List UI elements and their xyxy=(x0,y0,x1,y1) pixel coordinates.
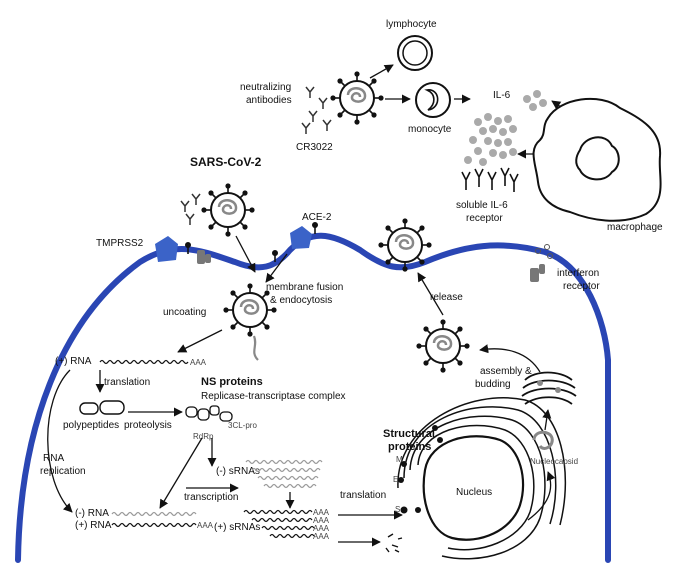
positive-rna-icon xyxy=(111,522,197,528)
released-virus-icon xyxy=(377,217,433,273)
poly-a-label: AAA xyxy=(190,358,207,367)
budding-label: budding xyxy=(475,379,511,390)
s-protein-label: S xyxy=(395,505,400,514)
poly-a-label: AAA xyxy=(197,521,214,530)
translation-label: translation xyxy=(104,377,150,388)
assembled-virus-icon xyxy=(415,318,471,374)
interferon-icon xyxy=(535,244,553,259)
lymphocyte-label: lymphocyte xyxy=(386,19,437,30)
tmprss2-label: TMPRSS2 xyxy=(96,238,144,249)
soluble-il6-label: soluble IL-6 xyxy=(456,200,508,211)
antibody-icons xyxy=(301,86,332,135)
replicase-complex-icon xyxy=(185,405,233,422)
structural-label: Structural xyxy=(383,428,435,440)
rna-label: RNA xyxy=(43,453,64,464)
arrow xyxy=(542,409,552,431)
membrane-fusion-label: membrane fusion xyxy=(266,282,343,293)
macrophage-label: macrophage xyxy=(607,222,663,233)
antibody-icons xyxy=(180,193,201,226)
tmprss2-receptor-icon xyxy=(155,236,178,262)
proteolysis-label: proteolysis xyxy=(124,420,172,431)
monocyte-icon xyxy=(415,82,451,118)
arrow xyxy=(527,471,556,521)
proteins-label: proteins xyxy=(388,441,431,453)
soluble-il6-receptor-icon xyxy=(461,167,519,192)
interferon-receptor-label: receptor xyxy=(563,281,600,292)
arrow xyxy=(417,272,444,316)
golgi-virion-icons xyxy=(537,380,561,393)
structural-protein-icons xyxy=(398,425,443,514)
il6-label: IL-6 xyxy=(493,90,511,101)
poly-a-label: AAA xyxy=(313,508,330,517)
cr3022-label: CR3022 xyxy=(296,142,333,153)
rdrp-label: RdRp xyxy=(193,432,214,441)
endoplasmic-reticulum-icon xyxy=(397,397,567,560)
poly-a-label: AAA xyxy=(313,532,330,541)
poly-a-label: AAA xyxy=(313,524,330,533)
interferon-label: interferon xyxy=(557,268,599,279)
negative-srna-icons xyxy=(245,459,323,489)
plus-rna-bottom-label: (+) RNA xyxy=(75,520,112,531)
arrow xyxy=(265,253,288,283)
nucleocapsid-label: Nucleocapsid xyxy=(530,457,578,466)
sars-cov-2-title: SARS-CoV-2 xyxy=(190,155,262,169)
e-protein-label: E xyxy=(393,475,398,484)
interferon-receptor-icon xyxy=(530,264,545,282)
poly-a-label: AAA xyxy=(313,516,330,525)
genomic-rna-icon xyxy=(99,359,189,365)
neutralizing-label: neutralizing xyxy=(240,82,291,93)
released-rna-icon xyxy=(252,335,259,361)
endocytosis-label: & endocytosis xyxy=(270,295,332,306)
arrow xyxy=(235,235,256,273)
antibodies-label: antibodies xyxy=(246,95,292,106)
sars-cov-2-virus-icon xyxy=(200,182,256,238)
uncoating-label: uncoating xyxy=(163,307,206,318)
positive-srna-icons xyxy=(243,509,315,539)
ace2-label: ACE-2 xyxy=(302,212,332,223)
nucleocapsid-icon xyxy=(532,430,554,450)
il6-cytokine-dots xyxy=(464,90,547,166)
virus-icon xyxy=(329,70,385,126)
assembly-label: assembly & xyxy=(480,366,532,377)
ace2-receptor-icon xyxy=(290,226,312,249)
transcription-label: transcription xyxy=(184,492,238,503)
arrow xyxy=(177,329,223,353)
release-label: release xyxy=(430,292,463,303)
arrow xyxy=(159,437,203,509)
polypeptide-icon xyxy=(79,400,125,415)
arrow xyxy=(479,344,541,373)
replicase-complex-label: Replicase-transcriptase complex xyxy=(201,391,346,402)
negative-rna-icon xyxy=(111,511,197,517)
monocyte-label: monocyte xyxy=(408,124,452,135)
plus-srnas-label: (+) sRNAs xyxy=(214,522,260,533)
membrane-receptor-icon xyxy=(197,250,211,264)
nucleus-label: Nucleus xyxy=(456,487,492,498)
m-protein-label: M xyxy=(396,455,403,464)
soluble-il6-receptor-label: receptor xyxy=(466,213,503,224)
nucleocapsid-fragments-icon xyxy=(385,533,403,553)
ns-proteins-label: NS proteins xyxy=(201,376,263,388)
replication-label: replication xyxy=(40,466,86,477)
polypeptides-label: polypeptides xyxy=(63,420,119,431)
translation-bottom-label: translation xyxy=(340,490,386,501)
macrophage-icon xyxy=(532,97,662,222)
plus-rna-label: (+) RNA xyxy=(55,356,92,367)
golgi-apparatus-icon xyxy=(521,371,577,405)
arrow xyxy=(369,64,394,79)
3cl-pro-label: 3CL-pro xyxy=(228,421,257,430)
minus-rna-label: (-) RNA xyxy=(75,508,109,519)
arrow xyxy=(47,369,73,513)
minus-srnas-label: (-) sRNAs xyxy=(216,466,260,477)
spike-protein-icon xyxy=(311,221,319,235)
lymphocyte-icon xyxy=(397,35,433,71)
